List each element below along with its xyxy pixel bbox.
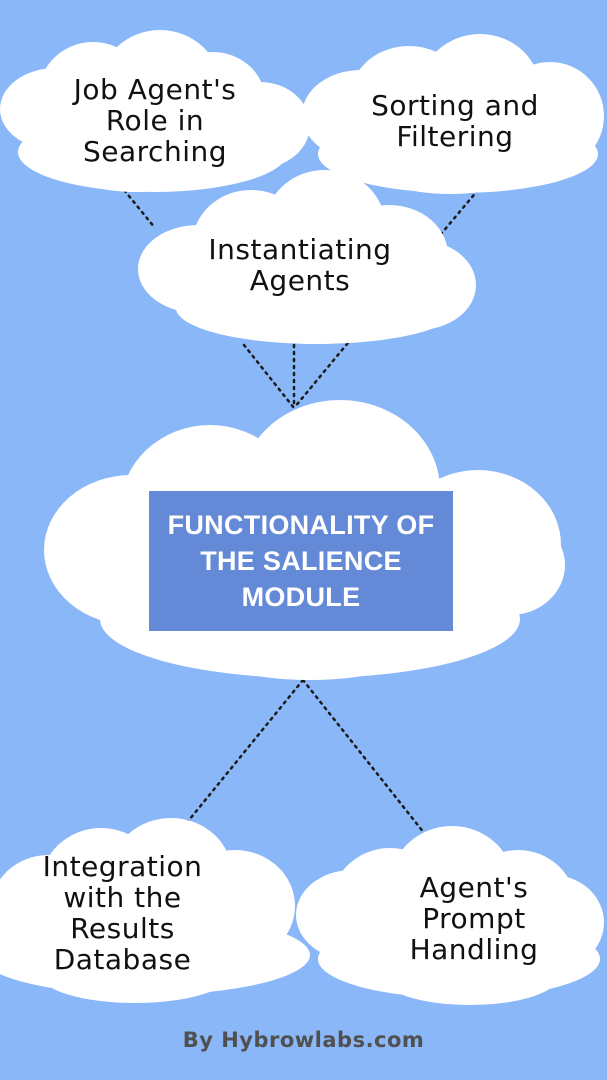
node-label-sorting-filtering: Sorting and Filtering <box>371 89 539 153</box>
node-label-agent-prompt-handling: Agent's Prompt Handling <box>409 870 539 966</box>
node-label-job-agent-role: Job Agent's Role in Searching <box>73 72 237 168</box>
node-label-instantiating-agents: Instantiating Agents <box>208 233 392 297</box>
node-label-integration-results-db: Integration with the Results Database <box>42 850 203 976</box>
connector-job-agent-to-instantiating <box>118 183 157 230</box>
connector-instantiating-to-center-right <box>292 336 354 410</box>
footer-credit: By Hybrowlabs.com <box>182 1028 425 1052</box>
connector-center-to-integration <box>183 678 305 827</box>
connector-center-to-prompt-handling <box>301 678 434 845</box>
connector-instantiating-to-center-left <box>242 343 296 410</box>
connector-sorting-to-instantiating <box>434 188 480 242</box>
center-title-box: FUNCTIONALITY OF THE SALIENCE MODULE <box>149 491 453 631</box>
center-title: FUNCTIONALITY OF THE SALIENCE MODULE <box>167 510 435 612</box>
